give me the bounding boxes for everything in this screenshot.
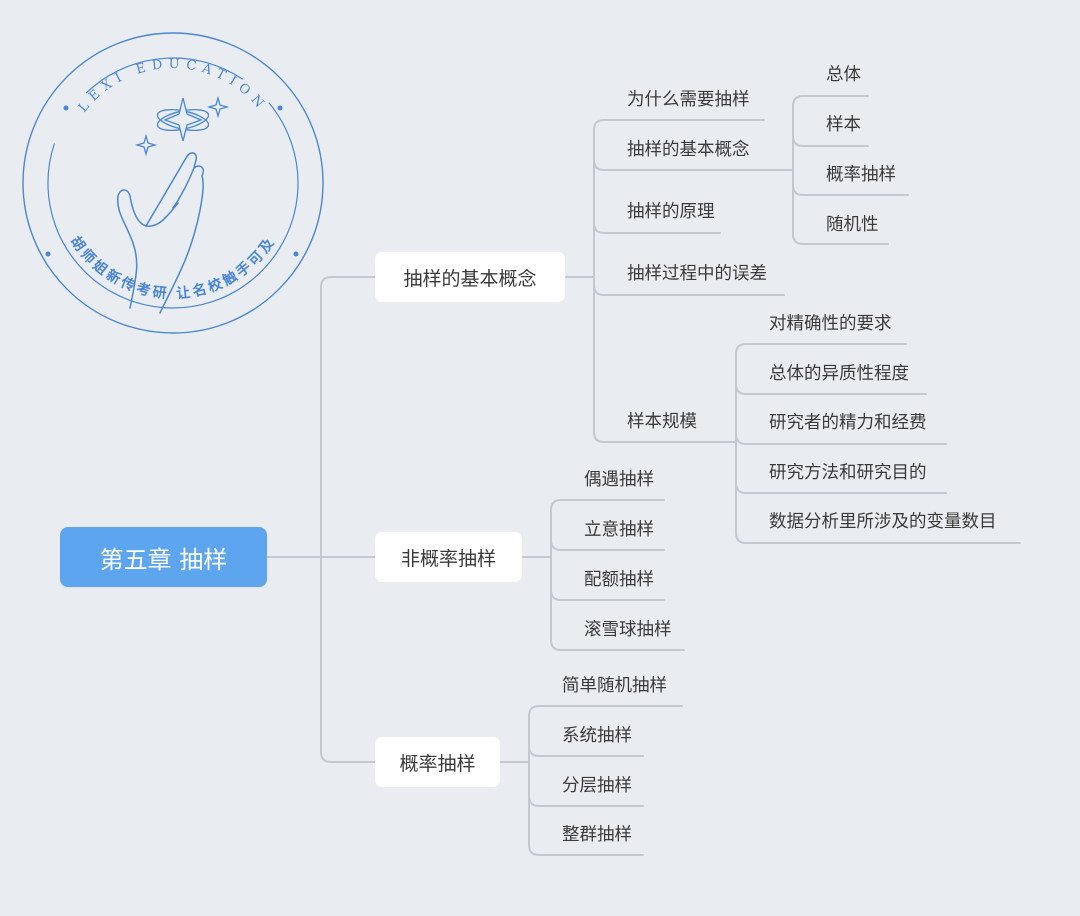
leaf-node[interactable]: 为什么需要抽样 bbox=[627, 90, 750, 110]
sparkle-icon bbox=[134, 95, 230, 157]
leaf-node[interactable]: 对精确性的要求 bbox=[769, 314, 892, 334]
leaf-node[interactable]: 概率抽样 bbox=[826, 165, 896, 185]
leaf-node[interactable]: 研究者的精力和经费 bbox=[769, 413, 927, 433]
leaf-node[interactable]: 总体的异质性程度 bbox=[769, 364, 909, 384]
leaf-node[interactable]: 抽样的原理 bbox=[627, 202, 715, 222]
leaf-node[interactable]: 系统抽样 bbox=[562, 726, 632, 746]
root-node-label: 第五章 抽样 bbox=[99, 545, 228, 574]
branch-node-basic-concepts[interactable]: 抽样的基本概念 bbox=[375, 252, 565, 302]
branch-node-label: 概率抽样 bbox=[399, 752, 476, 775]
branch-node-label: 抽样的基本概念 bbox=[403, 267, 537, 290]
leaf-node[interactable]: 抽样过程中的误差 bbox=[627, 264, 767, 284]
root-node[interactable]: 第五章 抽样 bbox=[60, 527, 267, 587]
leaf-node[interactable]: 偶遇抽样 bbox=[584, 470, 654, 490]
leaf-node[interactable]: 数据分析里所涉及的变量数目 bbox=[769, 512, 997, 532]
leaf-node[interactable]: 配额抽样 bbox=[584, 570, 654, 590]
leaf-node[interactable]: 样本 bbox=[826, 115, 861, 135]
leaf-node[interactable]: 整群抽样 bbox=[562, 825, 632, 845]
leaf-node[interactable]: 立意抽样 bbox=[584, 520, 654, 540]
leaf-node[interactable]: 研究方法和研究目的 bbox=[769, 463, 927, 483]
leaf-node[interactable]: 样本规模 bbox=[627, 412, 697, 432]
leaf-node[interactable]: 总体 bbox=[826, 65, 861, 85]
branch-node-probability-sampling[interactable]: 概率抽样 bbox=[375, 737, 500, 787]
lexi-education-logo: LEXI EDUCATION 胡师姐新传考研 让名校触手可及 bbox=[22, 32, 324, 334]
leaf-node[interactable]: 分层抽样 bbox=[562, 776, 632, 796]
leaf-node[interactable]: 抽样的基本概念 bbox=[627, 140, 750, 160]
leaf-node[interactable]: 滚雪球抽样 bbox=[584, 620, 672, 640]
branch-node-label: 非概率抽样 bbox=[400, 547, 496, 570]
leaf-node[interactable]: 简单随机抽样 bbox=[562, 676, 667, 696]
hand-icon bbox=[117, 152, 205, 314]
branch-node-nonprobability-sampling[interactable]: 非概率抽样 bbox=[375, 532, 522, 582]
leaf-node[interactable]: 随机性 bbox=[826, 215, 879, 235]
